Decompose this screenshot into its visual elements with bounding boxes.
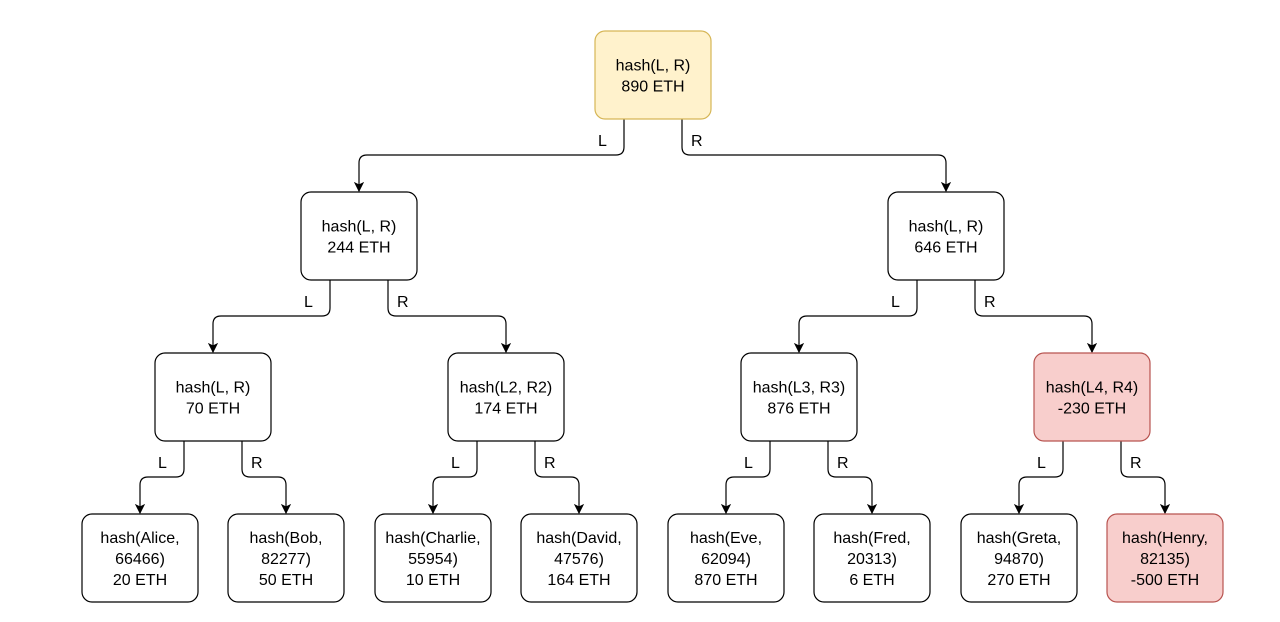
node-label-line: hash(David, bbox=[536, 530, 621, 547]
edge-l2-c-to-eve bbox=[726, 441, 771, 513]
node-box bbox=[447, 352, 565, 442]
node-label-line: 82277) bbox=[261, 551, 311, 568]
edge-label-right: R bbox=[691, 133, 703, 150]
tree-node-alice: hash(Alice, 66466) 20 ETH bbox=[81, 513, 199, 603]
node-label-line: 50 ETH bbox=[259, 572, 313, 589]
node-box bbox=[1033, 352, 1151, 442]
node-label-line: hash(L2, R2) bbox=[460, 380, 553, 397]
tree-node-eve: hash(Eve, 62094) 870 ETH bbox=[667, 513, 785, 603]
edge-label-right: R bbox=[984, 294, 996, 311]
node-box bbox=[887, 191, 1005, 281]
node-label-line: 20 ETH bbox=[113, 572, 167, 589]
node-box bbox=[667, 513, 785, 603]
edge-label-left: L bbox=[451, 455, 460, 472]
edge-l2-a-to-alice bbox=[140, 441, 185, 513]
edge-label-left: L bbox=[744, 455, 753, 472]
node-box bbox=[81, 513, 199, 603]
edge-l1-left-to-l2-a bbox=[213, 280, 331, 352]
node-box bbox=[300, 191, 418, 281]
edge-l2-d-to-henry bbox=[1120, 441, 1165, 513]
tree-node-greta: hash(Greta, 94870) 270 ETH bbox=[960, 513, 1078, 603]
node-label-line: hash(Fred, bbox=[833, 530, 910, 547]
node-box bbox=[1106, 513, 1224, 603]
edge-label-right: R bbox=[837, 455, 849, 472]
node-label-line: hash(Eve, bbox=[690, 530, 762, 547]
node-label-line: 890 ETH bbox=[621, 79, 684, 96]
node-label-line: hash(L4, R4) bbox=[1046, 380, 1139, 397]
edge-l2-c-to-fred bbox=[827, 441, 872, 513]
node-label-line: hash(L3, R3) bbox=[753, 380, 846, 397]
node-label-line: 82135) bbox=[1140, 551, 1190, 568]
tree-node-l2-b: hash(L2, R2) 174 ETH bbox=[447, 352, 565, 442]
node-label-line: 646 ETH bbox=[914, 240, 977, 257]
edge-label-right: R bbox=[397, 294, 409, 311]
node-label-line: 870 ETH bbox=[694, 572, 757, 589]
node-label-line: 6 ETH bbox=[849, 572, 894, 589]
tree-node-l2-c: hash(L3, R3) 876 ETH bbox=[740, 352, 858, 442]
tree-node-l2-a: hash(L, R) 70 ETH bbox=[154, 352, 272, 442]
edge-l1-right-to-l2-c bbox=[799, 280, 918, 352]
node-box bbox=[154, 352, 272, 442]
node-label-line: hash(L, R) bbox=[616, 58, 691, 75]
tree-node-david: hash(David, 47576) 164 ETH bbox=[520, 513, 638, 603]
node-label-line: 70 ETH bbox=[186, 401, 240, 418]
node-box bbox=[374, 513, 492, 603]
tree-node-henry: hash(Henry, 82135) -500 ETH bbox=[1106, 513, 1224, 603]
node-box bbox=[520, 513, 638, 603]
node-label-line: 62094) bbox=[701, 551, 751, 568]
node-label-line: 20313) bbox=[847, 551, 897, 568]
node-label-line: 164 ETH bbox=[547, 572, 610, 589]
edge-label-left: L bbox=[1037, 455, 1046, 472]
edge-l1-right-to-l2-d bbox=[974, 280, 1092, 352]
edge-label-left: L bbox=[304, 294, 313, 311]
node-label-line: 55954) bbox=[408, 551, 458, 568]
node-label-line: hash(Greta, bbox=[977, 530, 1061, 547]
node-box bbox=[960, 513, 1078, 603]
node-label-line: hash(L, R) bbox=[176, 380, 251, 397]
edge-label-left: L bbox=[158, 455, 167, 472]
node-label-line: -230 ETH bbox=[1058, 401, 1126, 418]
node-label-line: 47576) bbox=[554, 551, 604, 568]
edge-root-to-l1-left bbox=[359, 119, 625, 191]
node-label-line: 270 ETH bbox=[987, 572, 1050, 589]
node-box bbox=[227, 513, 345, 603]
edge-label-left: L bbox=[891, 294, 900, 311]
edge-label-right: R bbox=[251, 455, 263, 472]
edge-l2-d-to-greta bbox=[1019, 441, 1064, 513]
node-box bbox=[740, 352, 858, 442]
tree-node-charlie: hash(Charlie, 55954) 10 ETH bbox=[374, 513, 492, 603]
tree-node-bob: hash(Bob, 82277) 50 ETH bbox=[227, 513, 345, 603]
tree-node-root: hash(L, R) 890 ETH bbox=[594, 30, 712, 120]
node-label-line: 10 ETH bbox=[406, 572, 460, 589]
node-label-line: 244 ETH bbox=[327, 240, 390, 257]
node-label-line: 174 ETH bbox=[474, 401, 537, 418]
edge-l2-b-to-david bbox=[534, 441, 579, 513]
node-label-line: hash(Charlie, bbox=[385, 530, 480, 547]
node-box bbox=[594, 30, 712, 120]
node-label-line: hash(Alice, bbox=[100, 530, 179, 547]
edges: L R L R L R L R L R L R L R bbox=[140, 119, 1165, 513]
edge-l2-b-to-charlie bbox=[433, 441, 478, 513]
tree-node-fred: hash(Fred, 20313) 6 ETH bbox=[813, 513, 931, 603]
node-label-line: 876 ETH bbox=[767, 401, 830, 418]
node-label-line: hash(L, R) bbox=[909, 219, 984, 236]
node-label-line: -500 ETH bbox=[1131, 572, 1199, 589]
node-label-line: 94870) bbox=[994, 551, 1044, 568]
edge-label-right: R bbox=[544, 455, 556, 472]
edge-l2-a-to-bob bbox=[241, 441, 286, 513]
node-label-line: hash(L, R) bbox=[322, 219, 397, 236]
node-label-line: hash(Henry, bbox=[1122, 530, 1208, 547]
node-label-line: hash(Bob, bbox=[250, 530, 323, 547]
edge-label-left: L bbox=[598, 133, 607, 150]
tree-node-l1-left: hash(L, R) 244 ETH bbox=[300, 191, 418, 281]
tree-node-l2-d: hash(L4, R4) -230 ETH bbox=[1033, 352, 1151, 442]
tree-node-l1-right: hash(L, R) 646 ETH bbox=[887, 191, 1005, 281]
edge-root-to-l1-right bbox=[681, 119, 946, 191]
node-box bbox=[813, 513, 931, 603]
node-label-line: 66466) bbox=[115, 551, 165, 568]
edge-label-right: R bbox=[1130, 455, 1142, 472]
edge-l1-left-to-l2-b bbox=[387, 280, 506, 352]
